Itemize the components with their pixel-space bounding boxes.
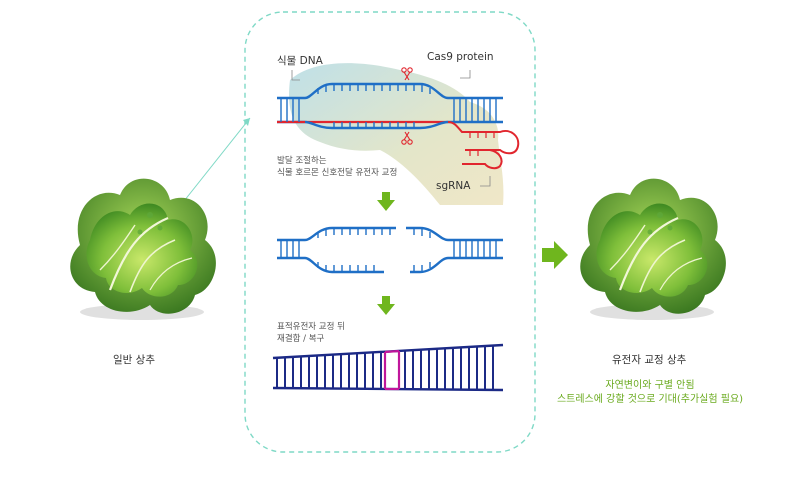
target-gene-label-line1: 발달 조절하는 (277, 156, 327, 166)
sgrna-label: sgRNA (436, 180, 471, 192)
process-panel (244, 11, 536, 453)
cas9-protein-label: Cas9 protein (427, 51, 494, 63)
sgrna-hairpin (447, 121, 520, 170)
normal-lettuce-label: 일반 상추 (113, 354, 155, 366)
repair-label-line2: 재결합 / 복구 (277, 334, 325, 344)
repair-label-line1: 표적유전자 교정 뒤 (277, 322, 345, 332)
edited-lettuce-image (580, 178, 726, 320)
arrow-right-icon (542, 241, 568, 269)
normal-lettuce-image (70, 178, 216, 320)
arrow-down-icon (377, 192, 395, 211)
note-line1: 자연변이와 구별 안됨 (605, 380, 695, 391)
target-gene-label-line2: 식물 호르몬 신호전달 유전자 교정 (277, 168, 398, 178)
edited-lettuce-label: 유전자 교정 상추 (612, 354, 687, 366)
edited-segment (383, 349, 401, 391)
dna-double-helix-stage1 (277, 82, 503, 130)
scissors-icon (401, 67, 413, 81)
label-leader-lines (291, 70, 491, 187)
dna-cut-stage2 (277, 226, 503, 274)
arrow-down-icon (377, 296, 395, 315)
plant-dna-label: 식물 DNA (277, 55, 323, 67)
dna-repaired-stage3 (272, 343, 504, 392)
note-line2: 스트레스에 강할 것으로 기대(추가실험 필요) (556, 394, 744, 405)
scissors-icon (401, 131, 413, 145)
